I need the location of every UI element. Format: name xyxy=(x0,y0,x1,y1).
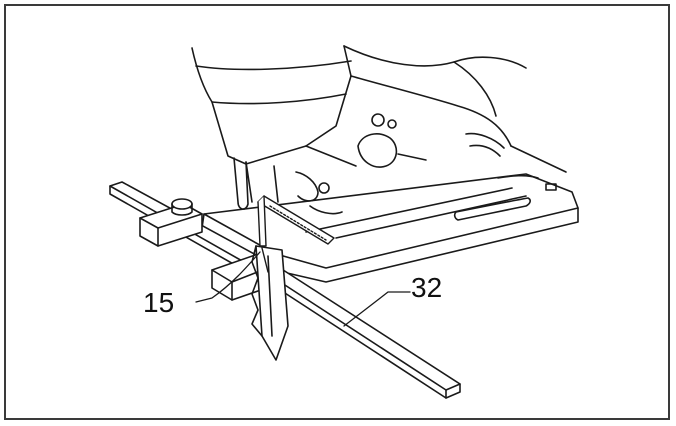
jigsaw-illustration xyxy=(109,45,579,399)
hex-wrench xyxy=(257,195,335,273)
jigsaw-body xyxy=(191,45,567,173)
plunger xyxy=(233,157,343,215)
jigsaw-illustration-frame: 15 32 xyxy=(4,4,670,420)
saw-blade xyxy=(251,245,289,361)
callout-15: 15 xyxy=(143,287,175,318)
callout-32: 32 xyxy=(411,272,443,303)
leader-lines xyxy=(195,251,411,327)
